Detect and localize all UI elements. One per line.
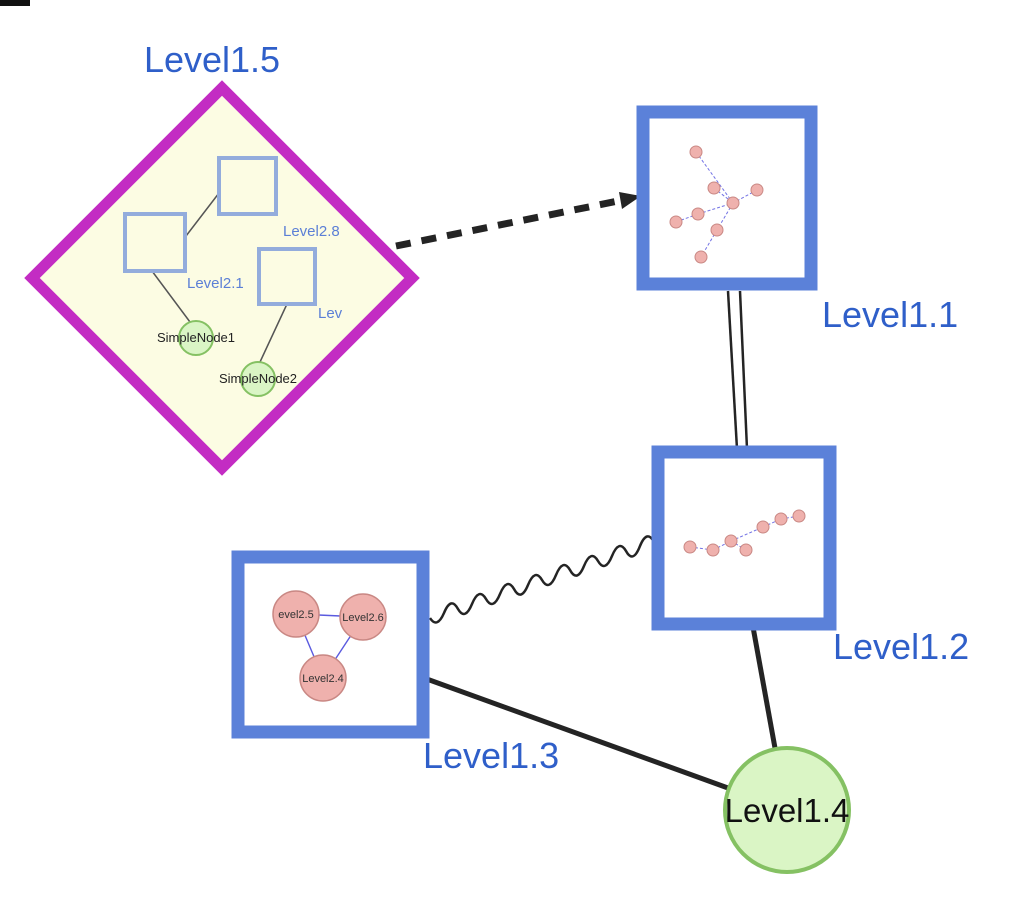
label-level15: Level1.5 xyxy=(144,39,280,80)
subnode[interactable] xyxy=(691,207,705,221)
subnode[interactable] xyxy=(707,181,721,195)
subnode[interactable] xyxy=(706,543,720,557)
node-simplenode1[interactable] xyxy=(178,320,214,356)
node-level14[interactable] xyxy=(723,746,851,874)
label-lev: Lev xyxy=(318,305,343,322)
label-level11: Level1.1 xyxy=(822,294,958,335)
subnode[interactable] xyxy=(669,215,683,229)
edge-level15-level11-dashed-arrow[interactable] xyxy=(395,195,629,250)
edge-level12-level14[interactable] xyxy=(750,626,778,749)
node-lev[interactable] xyxy=(257,247,317,306)
level13-subgraph: evel2.5 Level2.6 Level2.4 xyxy=(272,590,387,702)
subnode[interactable] xyxy=(694,250,708,264)
node-level12-group[interactable] xyxy=(651,445,837,631)
edge-level21-simplenode1[interactable] xyxy=(151,270,191,323)
subnode[interactable] xyxy=(756,520,770,534)
edge-level11-level12-line-a[interactable] xyxy=(726,290,739,450)
subedge[interactable] xyxy=(689,546,714,551)
subnode[interactable] xyxy=(689,145,703,159)
edge-lev-simplenode2[interactable] xyxy=(259,303,288,363)
label-simplenode2: SimpleNode2 xyxy=(219,371,297,386)
edge-level21-level28[interactable] xyxy=(185,192,220,237)
node-sub26[interactable] xyxy=(339,593,387,641)
subedge[interactable] xyxy=(675,213,699,223)
edge-level15-level11-arrowhead xyxy=(619,192,641,209)
node-level15-diamond[interactable] xyxy=(24,80,420,476)
edge-level13-level14[interactable] xyxy=(423,675,729,791)
node-sub24[interactable] xyxy=(299,654,347,702)
level11-subgraph xyxy=(669,145,764,264)
subnode[interactable] xyxy=(683,540,697,554)
label-level13: Level1.3 xyxy=(423,735,559,776)
edge-level11-level12-line-b[interactable] xyxy=(738,290,749,450)
node-sub25[interactable] xyxy=(272,590,320,638)
label-sub24: Level2.4 xyxy=(302,673,344,685)
label-level28: Level2.8 xyxy=(283,223,340,240)
label-sub25: evel2.5 xyxy=(278,609,313,621)
label-level12: Level1.2 xyxy=(833,626,969,667)
label-level14: Level1.4 xyxy=(725,792,850,829)
subnode[interactable] xyxy=(710,223,724,237)
node-level28[interactable] xyxy=(217,156,278,216)
label-simplenode1: SimpleNode1 xyxy=(157,330,235,345)
level12-subgraph xyxy=(683,509,806,557)
edge-level13-level12-wavy[interactable] xyxy=(428,535,656,624)
node-level13-group[interactable] xyxy=(231,550,430,739)
subnode[interactable] xyxy=(774,512,788,526)
subnode[interactable] xyxy=(750,183,764,197)
node-simplenode2[interactable] xyxy=(240,361,276,397)
subnode[interactable] xyxy=(726,196,740,210)
subnode[interactable] xyxy=(724,534,738,548)
artifact-mark xyxy=(0,0,30,6)
node-level21[interactable] xyxy=(123,212,187,273)
label-level21: Level2.1 xyxy=(187,275,244,292)
subnode[interactable] xyxy=(792,509,806,523)
subnode[interactable] xyxy=(739,543,753,557)
subedge[interactable] xyxy=(695,151,734,204)
label-sub26: Level2.6 xyxy=(342,612,384,624)
